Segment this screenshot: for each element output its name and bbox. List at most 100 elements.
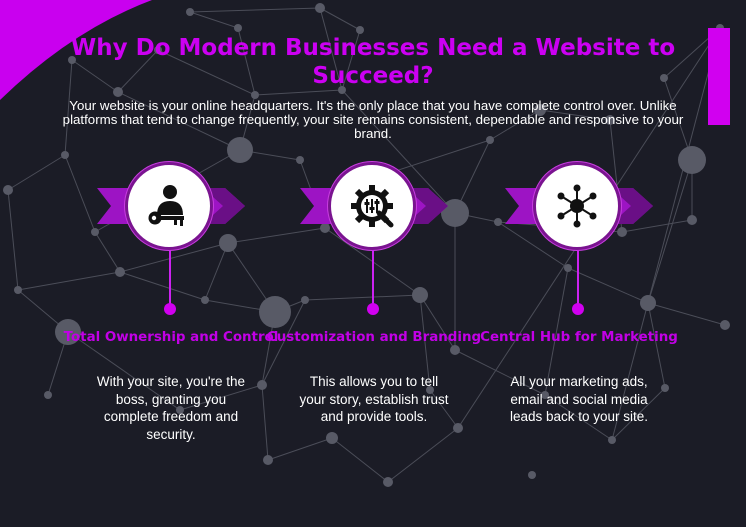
feature-text: With your site, you're the boss, grantin… — [96, 374, 246, 442]
network-link — [454, 349, 546, 396]
network-link — [119, 242, 229, 273]
network-node — [608, 436, 616, 444]
network-node — [453, 423, 463, 433]
network-node — [534, 104, 546, 116]
network-link — [7, 154, 66, 191]
network-hub-icon — [557, 184, 597, 228]
network-node — [326, 432, 338, 444]
network-node — [44, 391, 52, 399]
network-node — [605, 115, 615, 125]
network-link — [304, 294, 421, 301]
network-link — [204, 242, 229, 301]
network-node — [356, 26, 364, 34]
network-link — [64, 154, 96, 233]
network-node — [486, 136, 494, 144]
connector-line — [372, 250, 374, 308]
network-node — [687, 215, 697, 225]
network-link — [387, 427, 459, 483]
network-node — [678, 146, 706, 174]
network-link — [647, 302, 726, 326]
network-node — [528, 471, 536, 479]
network-node — [61, 151, 69, 159]
network-link — [544, 394, 613, 441]
network-node — [176, 406, 184, 414]
network-link — [227, 227, 326, 244]
network-link — [489, 109, 541, 141]
network-link — [647, 302, 666, 389]
network-node — [234, 24, 242, 32]
network-link — [71, 59, 119, 93]
feature-icon-circle — [533, 162, 621, 250]
feature-marketing-hub: Central Hub for Marketing All your marke… — [469, 158, 689, 488]
network-node — [14, 286, 22, 294]
network-link — [64, 59, 73, 156]
network-link — [419, 294, 431, 391]
network-link — [117, 49, 159, 93]
network-link — [67, 331, 181, 411]
network-link — [94, 231, 121, 273]
network-link — [261, 384, 269, 461]
network-node — [154, 46, 162, 54]
network-link — [647, 159, 693, 304]
connector-line — [169, 250, 171, 308]
feature-icon-circle — [328, 162, 416, 250]
feature-title: Customization and Branding — [266, 330, 482, 345]
feature-text: This allows you to tell your story, esta… — [299, 374, 449, 425]
network-link — [341, 89, 456, 214]
page-title: Why Do Modern Businesses Need a Website … — [70, 35, 676, 89]
network-node — [227, 137, 253, 163]
network-link — [621, 219, 693, 233]
network-node — [640, 295, 656, 311]
network-node — [219, 234, 237, 252]
feature-title: Central Hub for Marketing — [480, 330, 678, 345]
network-link — [7, 189, 19, 291]
network-node — [383, 477, 393, 487]
gear-tools-icon — [351, 185, 394, 228]
network-link — [419, 294, 456, 351]
network-node — [412, 287, 428, 303]
network-node — [68, 56, 76, 64]
network-node — [296, 156, 304, 164]
network-node — [3, 185, 13, 195]
feature-ownership: Total Ownership and Control With your si… — [61, 158, 281, 488]
connector-dot — [164, 303, 176, 315]
network-node — [338, 86, 346, 94]
network-link — [179, 384, 263, 411]
feature-title: Total Ownership and Control — [63, 330, 279, 345]
network-node — [450, 345, 460, 355]
network-node — [541, 391, 549, 399]
network-node — [660, 74, 668, 82]
network-node — [494, 218, 502, 226]
network-node — [564, 264, 572, 272]
network-link — [611, 387, 666, 441]
network-link — [189, 11, 239, 29]
network-node — [186, 8, 194, 16]
network-node — [201, 296, 209, 304]
network-link — [261, 299, 306, 386]
network-node — [301, 296, 309, 304]
network-node — [55, 319, 81, 345]
network-node — [257, 380, 267, 390]
network-link — [429, 389, 459, 429]
network-link — [119, 271, 206, 301]
network-node — [320, 223, 330, 233]
network-link — [157, 49, 256, 96]
network-node — [315, 3, 325, 13]
network-node — [113, 87, 123, 97]
network-node — [720, 320, 730, 330]
network-link — [567, 267, 649, 304]
network-link — [267, 437, 333, 461]
network-link — [237, 27, 256, 96]
network-link — [611, 27, 721, 441]
connector-dot — [572, 303, 584, 315]
network-node — [263, 455, 273, 465]
network-link — [319, 7, 361, 31]
feature-icon-circle — [125, 162, 213, 250]
network-link — [663, 77, 693, 161]
network-link — [544, 267, 569, 396]
network-link — [319, 7, 343, 91]
network-link — [189, 7, 321, 13]
network-link — [117, 91, 241, 151]
intro-paragraph: Your website is your online headquarters… — [62, 98, 684, 141]
